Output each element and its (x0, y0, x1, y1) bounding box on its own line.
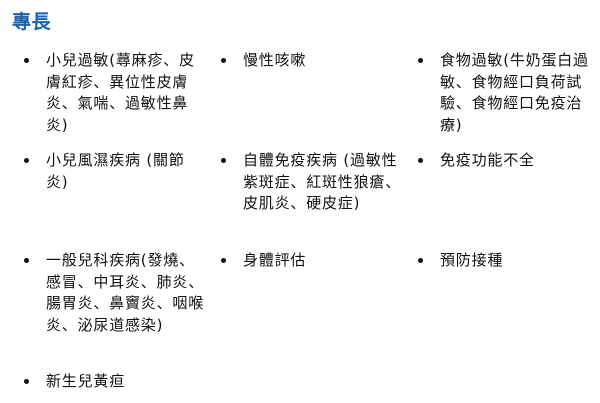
bullet-icon (221, 258, 226, 263)
bullet-icon (24, 258, 29, 263)
list-item-text: 身體評估 (243, 251, 307, 269)
bullet-icon (24, 379, 29, 384)
list-item: 免疫功能不全 (418, 150, 600, 172)
list-item-text: 慢性咳嗽 (243, 51, 307, 69)
list-item: 慢性咳嗽 (221, 50, 403, 72)
bullet-icon (418, 258, 423, 263)
section-heading: 專長 (12, 11, 52, 33)
list-item-text: 食物過敏(牛奶蛋白過敏、食物經口負荷試驗、食物經口免疫治療) (440, 51, 589, 134)
bullet-icon (24, 58, 29, 63)
list-item: 一般兒科疾病(發燒、感冒、中耳炎、肺炎、腸胃炎、鼻竇炎、咽喉炎、泌尿道感染) (24, 250, 206, 336)
list-item: 小兒過敏(蕁麻疹、皮膚紅疹、異位性皮膚炎、氣喘、過敏性鼻炎) (24, 50, 206, 136)
list-item-text: 新生兒黃疸 (46, 372, 126, 390)
list-item-text: 小兒過敏(蕁麻疹、皮膚紅疹、異位性皮膚炎、氣喘、過敏性鼻炎) (46, 51, 195, 134)
bullet-icon (418, 58, 423, 63)
list-item: 小兒風濕疾病 (關節炎) (24, 150, 206, 193)
list-item: 新生兒黃疸 (24, 371, 206, 393)
bullet-icon (24, 158, 29, 163)
list-item-text: 自體免疫疾病 (過敏性紫斑症、紅斑性狼瘡、皮肌炎、硬皮症) (243, 151, 402, 212)
list-item: 身體評估 (221, 250, 403, 272)
list-item: 食物過敏(牛奶蛋白過敏、食物經口負荷試驗、食物經口免疫治療) (418, 50, 600, 136)
list-item-text: 預防接種 (440, 251, 504, 269)
bullet-icon (221, 158, 226, 163)
bullet-icon (221, 58, 226, 63)
list-item-text: 免疫功能不全 (440, 151, 535, 169)
list-item: 自體免疫疾病 (過敏性紫斑症、紅斑性狼瘡、皮肌炎、硬皮症) (221, 150, 403, 215)
bullet-icon (418, 158, 423, 163)
list-item-text: 小兒風濕疾病 (關節炎) (46, 151, 185, 191)
list-item: 預防接種 (418, 250, 600, 272)
list-item-text: 一般兒科疾病(發燒、感冒、中耳炎、肺炎、腸胃炎、鼻竇炎、咽喉炎、泌尿道感染) (46, 251, 205, 334)
